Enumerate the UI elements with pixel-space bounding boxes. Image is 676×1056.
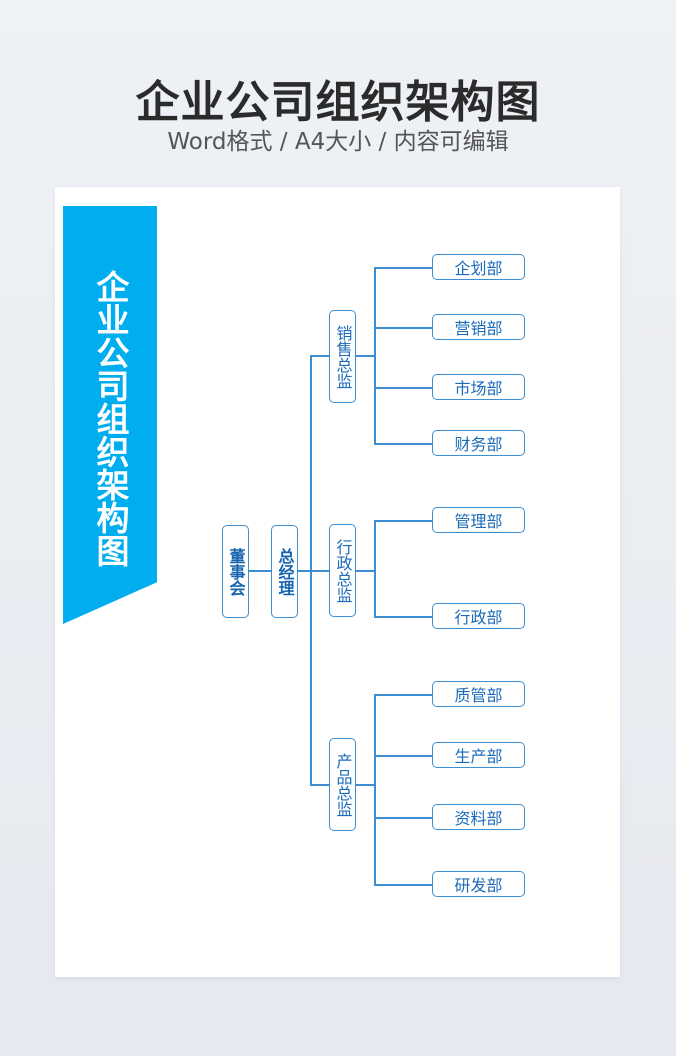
connector: [297, 570, 329, 572]
connector: [374, 755, 432, 757]
department-node: 质管部: [432, 681, 525, 707]
general-manager-node: 总经理: [271, 525, 298, 618]
connector: [374, 616, 432, 618]
connector: [374, 267, 376, 444]
page-title: 企业公司组织架构图: [135, 77, 541, 128]
connector: [374, 387, 432, 389]
connector: [374, 884, 432, 886]
connector: [310, 784, 329, 786]
department-node: 管理部: [432, 507, 525, 533]
connector: [355, 570, 374, 572]
connector: [374, 267, 432, 269]
department-node: 研发部: [432, 871, 525, 897]
connector: [310, 355, 312, 785]
director-node-product: 产品总监: [329, 738, 356, 831]
connector: [374, 520, 432, 522]
connector: [310, 355, 329, 357]
department-node: 行政部: [432, 603, 525, 629]
department-node: 市场部: [432, 374, 525, 400]
board-node: 董事会: [222, 525, 249, 618]
connector: [374, 520, 376, 617]
connector: [374, 327, 432, 329]
department-node: 企划部: [432, 254, 525, 280]
connector: [374, 817, 432, 819]
connector: [374, 694, 432, 696]
department-node: 资料部: [432, 804, 525, 830]
connector: [374, 694, 376, 885]
banner-text: 企业公司组织架构图: [91, 270, 130, 567]
director-node-admin: 行政总监: [329, 524, 356, 617]
department-node: 生产部: [432, 742, 525, 768]
department-node: 营销部: [432, 314, 525, 340]
page-subtitle: Word格式 / A4大小 / 内容可编辑: [167, 129, 509, 155]
connector: [355, 784, 374, 786]
director-node-sales: 销售总监: [329, 310, 356, 403]
title-banner: 企业公司组织架构图: [63, 206, 157, 624]
connector: [248, 570, 271, 572]
connector: [355, 355, 374, 357]
department-node: 财务部: [432, 430, 525, 456]
connector: [374, 443, 432, 445]
